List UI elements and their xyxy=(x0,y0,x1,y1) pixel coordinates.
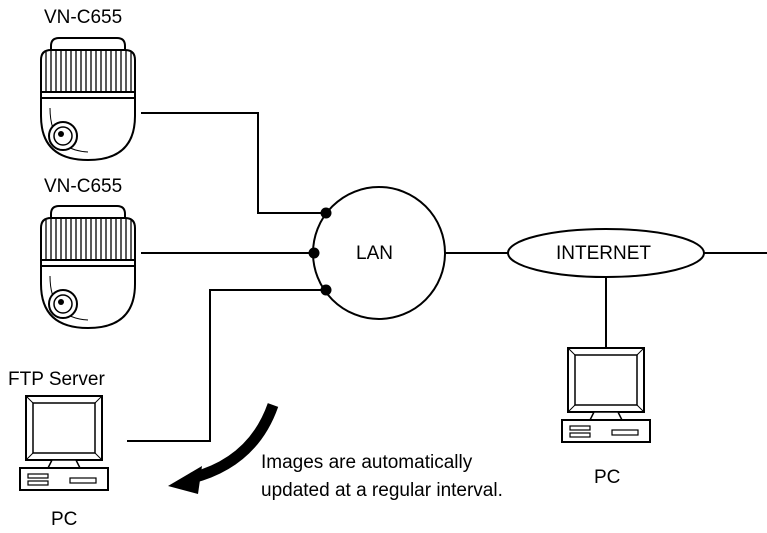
camera1-icon xyxy=(40,37,136,161)
internet-pc-computer-icon xyxy=(561,347,651,443)
transfer-arrow-icon xyxy=(168,403,279,494)
transfer-note-line1: Images are automatically xyxy=(261,452,473,473)
pc-right-label: PC xyxy=(594,467,621,488)
internet-node xyxy=(507,228,705,278)
ftp-server-link xyxy=(127,289,326,442)
lan-port-2 xyxy=(308,247,320,259)
ftp-server-label: FTP Server xyxy=(8,369,105,390)
ftp-server-computer-icon xyxy=(19,395,109,491)
camera2-icon xyxy=(40,205,136,329)
internet-label: INTERNET xyxy=(556,243,651,264)
transfer-note-line2: updated at a regular interval. xyxy=(261,480,503,501)
camera1-label: VN-C655 xyxy=(44,7,123,28)
lan-label: LAN xyxy=(356,243,393,264)
connection-lines xyxy=(127,112,767,442)
lan-port-3 xyxy=(320,284,332,296)
transfer-note: Images are automatically updated at a re… xyxy=(261,449,503,505)
camera2-label: VN-C655 xyxy=(44,176,123,197)
camera1-link xyxy=(141,112,326,214)
pc-left-label: PC xyxy=(51,509,78,530)
lan-port-1 xyxy=(320,207,332,219)
